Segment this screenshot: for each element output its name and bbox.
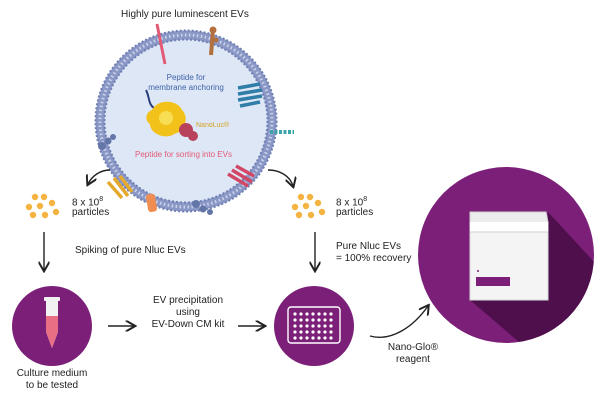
- left-count-exponent: 8: [99, 196, 104, 203]
- ev-title: Highly pure luminescent EVs: [121, 9, 249, 20]
- pink-pointer-icon: [155, 23, 167, 65]
- precipitation-line1: EV precipitation: [152, 295, 224, 306]
- culture-line2: to be tested: [25, 380, 79, 391]
- nanoluc-label: NanoLuc®: [196, 122, 230, 129]
- plate-reader-circle: [418, 167, 594, 343]
- particles-right-icon: [291, 193, 326, 219]
- nanoluc-icon: [146, 101, 186, 137]
- blue-transmembrane-protein-icon: [237, 82, 263, 108]
- tube-icon: [44, 297, 60, 348]
- brown-receptor-icon: [209, 26, 219, 56]
- well-plate-icon: [293, 312, 333, 340]
- precipitation-line3: EV-Down CM kit: [151, 319, 225, 330]
- plate-reader-icon: [469, 211, 549, 301]
- peptide-anchoring-line1: Peptide for: [166, 73, 206, 82]
- precipitation-line2: using: [176, 307, 200, 318]
- particles-left-icon: [25, 193, 60, 219]
- left-count-prefix: 8 x 10: [72, 197, 100, 209]
- peptide-anchoring-line2: membrane anchoring: [148, 83, 224, 92]
- curved-arrow-right: [267, 169, 293, 186]
- peptide-sorting-label: Peptide for sorting into EVs: [135, 150, 232, 159]
- ev-vesicle: [94, 29, 278, 213]
- precipitation-label: EV precipitation using EV-Down CM kit: [140, 295, 236, 331]
- reagent-line1: Nano-Glo®: [387, 342, 439, 353]
- curved-arrow-left: [88, 169, 111, 184]
- pink-transmembrane-protein-icon: [227, 164, 255, 188]
- reagent-label: Nano-Glo® reagent: [378, 342, 448, 366]
- yellow-transmembrane-protein-icon: [106, 174, 134, 200]
- right-count-prefix: 8 x 10: [336, 197, 364, 209]
- peptide-anchoring-label: Peptide for membrane anchoring: [142, 73, 230, 93]
- anchoring-peptide-icon: [145, 89, 155, 109]
- slate-protein-icon: [98, 134, 213, 215]
- left-particle-unit: particles: [72, 207, 110, 218]
- plate-circle: [274, 286, 354, 366]
- pure-nluc-label: Pure Nluc EVs: [336, 241, 402, 252]
- right-particle-count: 8 x 108: [336, 194, 367, 209]
- right-particle-unit: particles: [336, 207, 374, 218]
- recovery-label: = 100% recovery: [336, 253, 412, 264]
- orange-protein-icon: [145, 193, 158, 213]
- curved-arrow-to-reader: [369, 306, 428, 338]
- sorting-peptide-icon: [179, 123, 198, 141]
- right-count-exponent: 8: [363, 196, 368, 203]
- spiking-label: Spiking of pure Nluc EVs: [75, 245, 186, 256]
- culture-medium-label: Culture medium to be tested: [2, 368, 102, 392]
- reagent-line2: reagent: [396, 354, 430, 365]
- left-particle-count: 8 x 108: [72, 194, 103, 209]
- culture-line1: Culture medium: [16, 368, 88, 379]
